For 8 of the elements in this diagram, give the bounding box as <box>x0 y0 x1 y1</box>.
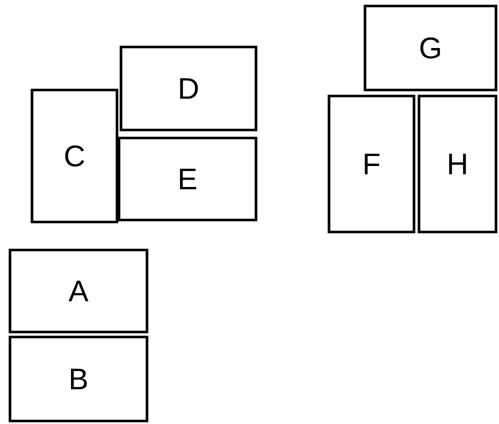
letter-box: B <box>8 336 148 422</box>
letter-box: C <box>30 88 118 224</box>
letter-box: E <box>118 136 258 222</box>
letter-box: A <box>8 248 148 334</box>
letter-box: H <box>418 94 498 234</box>
letter-box: F <box>328 94 416 234</box>
letter-box: D <box>120 46 258 132</box>
letter-box: G <box>364 4 498 92</box>
